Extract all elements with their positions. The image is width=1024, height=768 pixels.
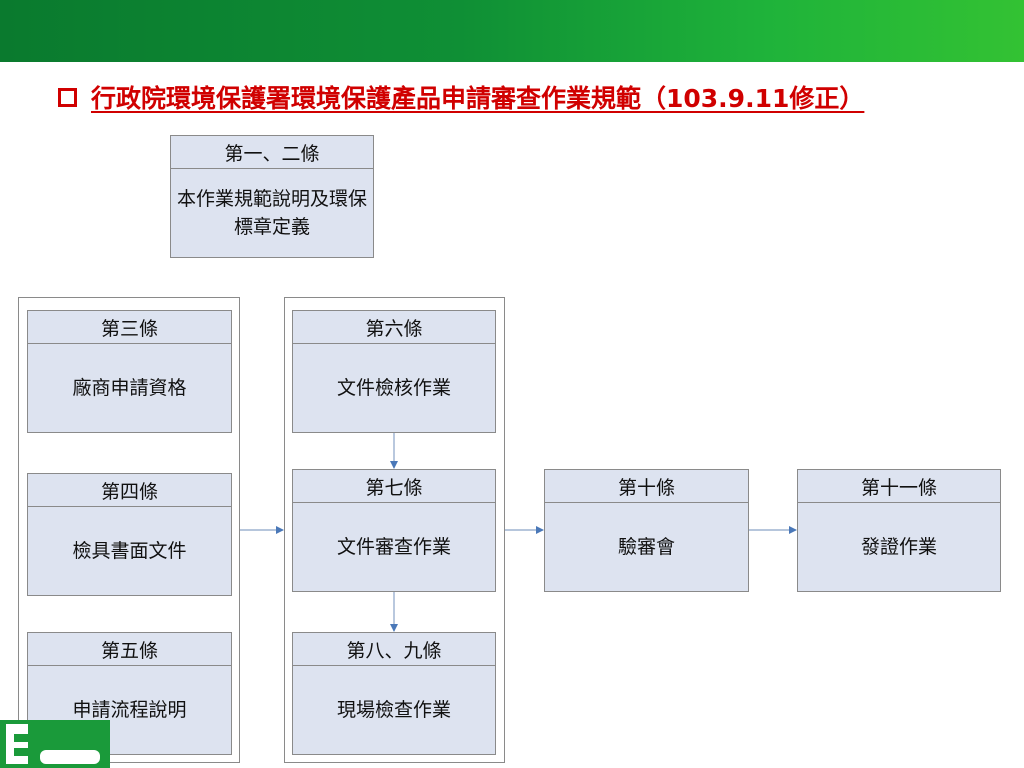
box-article-3: 第三條 廠商申請資格 — [27, 310, 232, 433]
logo-letter-shape — [6, 724, 28, 764]
box-header: 第八、九條 — [293, 633, 495, 666]
box-body: 檢具書面文件 — [72, 540, 187, 562]
logo-mark-shape — [40, 750, 100, 764]
box-body: 文件審查作業 — [336, 536, 451, 558]
title-row: 行政院環境保護署環境保護產品申請審查作業規範（103.9.11修正） — [58, 80, 864, 114]
box-header: 第四條 — [28, 474, 231, 507]
box-body: 申請流程說明 — [72, 699, 187, 721]
square-bullet-icon — [58, 87, 77, 107]
box-header: 第一、二條 — [171, 136, 373, 169]
page-title: 行政院環境保護署環境保護產品申請審查作業規範（103.9.11修正） — [91, 84, 865, 113]
box-header: 第五條 — [28, 633, 231, 666]
box-body: 現場檢查作業 — [336, 699, 451, 721]
box-article-6: 第六條 文件檢核作業 — [292, 310, 496, 433]
box-article-1-2: 第一、二條 本作業規範說明及環保標章定義 — [170, 135, 374, 258]
box-body: 驗審會 — [617, 536, 675, 558]
box-body: 廠商申請資格 — [72, 377, 187, 399]
box-header: 第十一條 — [798, 470, 1000, 503]
header-banner — [0, 0, 1024, 62]
box-header: 第十條 — [545, 470, 748, 503]
box-header: 第七條 — [293, 470, 495, 503]
box-body: 文件檢核作業 — [336, 377, 451, 399]
box-header: 第三條 — [28, 311, 231, 344]
box-header: 第六條 — [293, 311, 495, 344]
box-article-7: 第七條 文件審查作業 — [292, 469, 496, 592]
box-body: 本作業規範說明及環保標章定義 — [171, 169, 373, 257]
box-article-8-9: 第八、九條 現場檢查作業 — [292, 632, 496, 755]
box-article-10: 第十條 驗審會 — [544, 469, 749, 592]
box-body: 發證作業 — [860, 536, 937, 558]
box-article-11: 第十一條 發證作業 — [797, 469, 1001, 592]
box-body-text: 本作業規範說明及環保標章定義 — [177, 188, 368, 238]
box-article-4: 第四條 檢具書面文件 — [27, 473, 232, 596]
logo — [0, 720, 110, 768]
